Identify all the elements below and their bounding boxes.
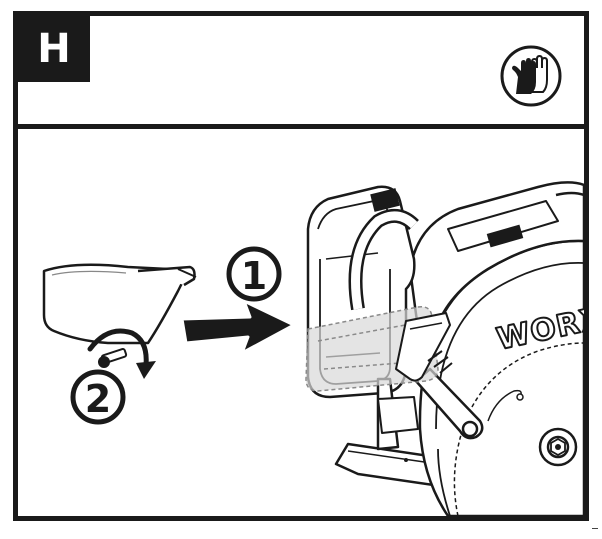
callout-2-label: 2 <box>85 377 111 421</box>
instruction-panel: H <box>13 11 589 521</box>
illustration-area: WORX <box>18 129 584 516</box>
thumb-screw <box>98 348 128 368</box>
callout-1-label: 1 <box>241 254 267 298</box>
mounted-clip <box>395 312 453 382</box>
rotation-arrowhead <box>136 361 156 379</box>
panel-header: H <box>18 16 584 129</box>
gloves-icon <box>500 45 562 107</box>
callout-1: 1 <box>226 246 282 302</box>
step-letter-badge: H <box>18 16 90 82</box>
saw-blade <box>453 342 584 516</box>
callout-2: 2 <box>70 369 126 425</box>
saw-illustration: WORX <box>42 181 584 516</box>
bevel-lever <box>414 367 484 440</box>
circular-saw: WORX <box>306 181 584 516</box>
detached-guard <box>42 263 197 345</box>
slide-arrow <box>180 299 296 355</box>
page-mark <box>592 528 598 529</box>
rotation-arrow <box>87 328 149 368</box>
